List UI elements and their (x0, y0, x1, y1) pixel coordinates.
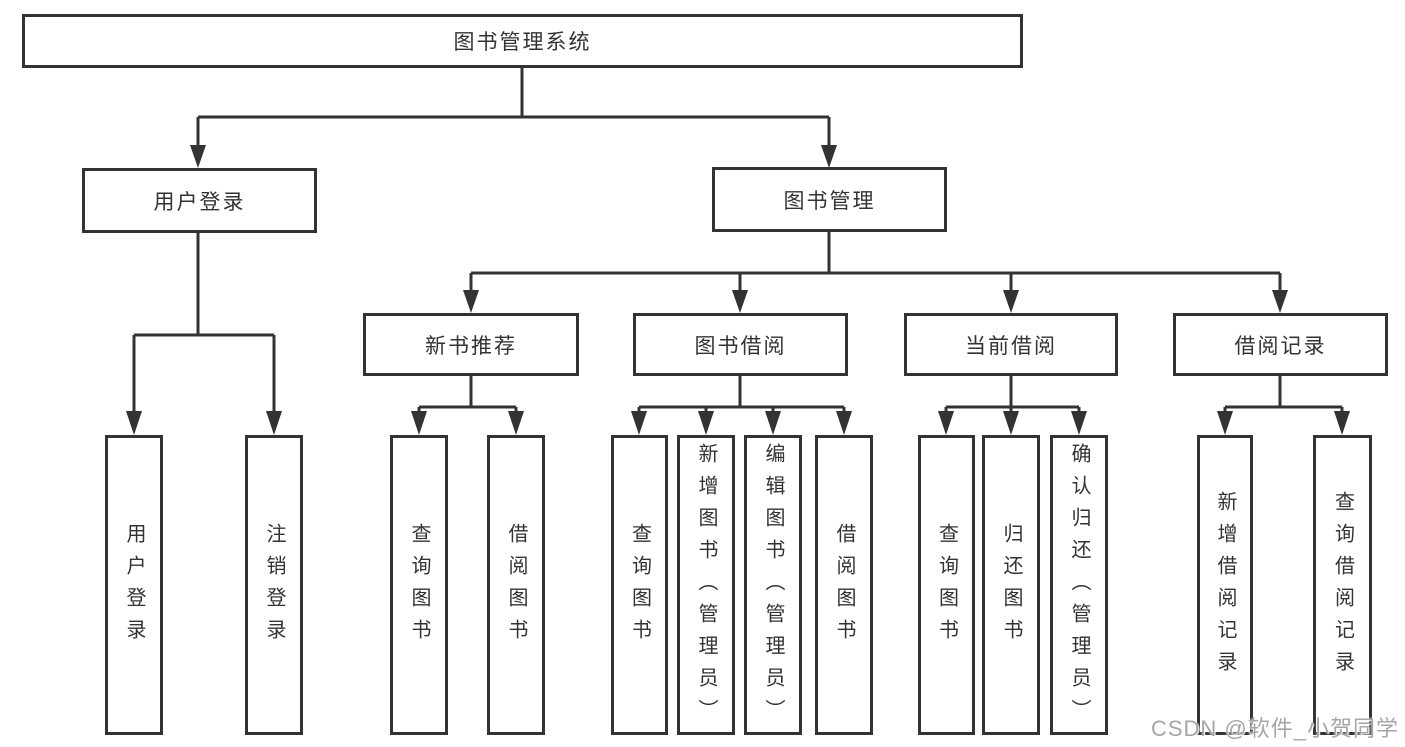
leaf-return-book: 归还图书 (982, 435, 1040, 735)
node-new-book-recommend-label: 新书推荐 (425, 334, 517, 358)
leaf-query-book-2: 查询图书 (611, 435, 668, 735)
node-current-borrow: 当前借阅 (904, 313, 1118, 376)
connector-user-login-subtree (132, 233, 276, 415)
node-user-login-label: 用户登录 (153, 190, 246, 214)
leaf-query-borrow-record-label: 查询借阅记录 (1331, 491, 1354, 683)
connector-root (196, 68, 831, 150)
leaf-confirm-return-admin: 确认归还（管理员） (1050, 435, 1108, 735)
connector-current-borrow-subtree (944, 376, 1081, 415)
arrowheads (126, 145, 1350, 435)
node-book-management-label: 图书管理 (783, 189, 876, 213)
leaf-borrow-book-1: 借阅图书 (487, 435, 545, 735)
leaf-user-login: 用户登录 (105, 435, 163, 735)
node-user-login: 用户登录 (82, 168, 317, 233)
leaf-query-book-3: 查询图书 (918, 435, 975, 735)
node-current-borrow-label: 当前借阅 (965, 334, 1057, 358)
leaf-query-book-1-label: 查询图书 (408, 523, 430, 651)
leaf-query-book-1: 查询图书 (390, 435, 448, 735)
leaf-borrow-book-2: 借阅图书 (815, 435, 873, 735)
node-borrow-record-label: 借阅记录 (1234, 334, 1327, 358)
leaf-query-book-3-label: 查询图书 (935, 523, 958, 651)
connector-borrow-record-subtree (1223, 376, 1344, 415)
leaf-logout: 注销登录 (245, 435, 303, 735)
node-root-label: 图书管理系统 (453, 31, 592, 54)
node-new-book-recommend: 新书推荐 (363, 313, 579, 376)
leaf-confirm-return-admin-label: 确认归还（管理员） (1068, 443, 1090, 731)
leaf-user-login-label: 用户登录 (123, 523, 145, 651)
leaf-borrow-book-2-label: 借阅图书 (833, 523, 855, 651)
node-book-borrow: 图书借阅 (633, 313, 848, 376)
leaf-query-borrow-record: 查询借阅记录 (1313, 435, 1372, 735)
connector-book-borrow-subtree (637, 376, 846, 415)
node-book-management: 图书管理 (712, 167, 947, 232)
leaf-logout-label: 注销登录 (263, 523, 285, 651)
leaf-edit-book-admin: 编辑图书（管理员） (744, 435, 802, 735)
csdn-watermark: CSDN @软件_小贺同学 (1150, 716, 1399, 741)
leaf-add-borrow-record-label: 新增借阅记录 (1214, 491, 1236, 683)
leaf-edit-book-admin-label: 编辑图书（管理员） (762, 443, 784, 731)
node-borrow-record: 借阅记录 (1173, 313, 1388, 376)
leaf-borrow-book-1-label: 借阅图书 (505, 523, 527, 651)
leaf-add-book-admin: 新增图书（管理员） (677, 435, 735, 735)
leaf-add-borrow-record: 新增借阅记录 (1197, 435, 1253, 735)
leaf-add-book-admin-label: 新增图书（管理员） (695, 443, 717, 731)
node-root-system: 图书管理系统 (22, 14, 1023, 68)
connector-new-book-subtree (417, 376, 518, 415)
node-book-borrow-label: 图书借阅 (694, 334, 787, 358)
connector-book-mgmt-subtree (469, 232, 1282, 295)
leaf-query-book-2-label: 查询图书 (628, 523, 651, 651)
leaf-return-book-label: 归还图书 (1000, 523, 1022, 651)
